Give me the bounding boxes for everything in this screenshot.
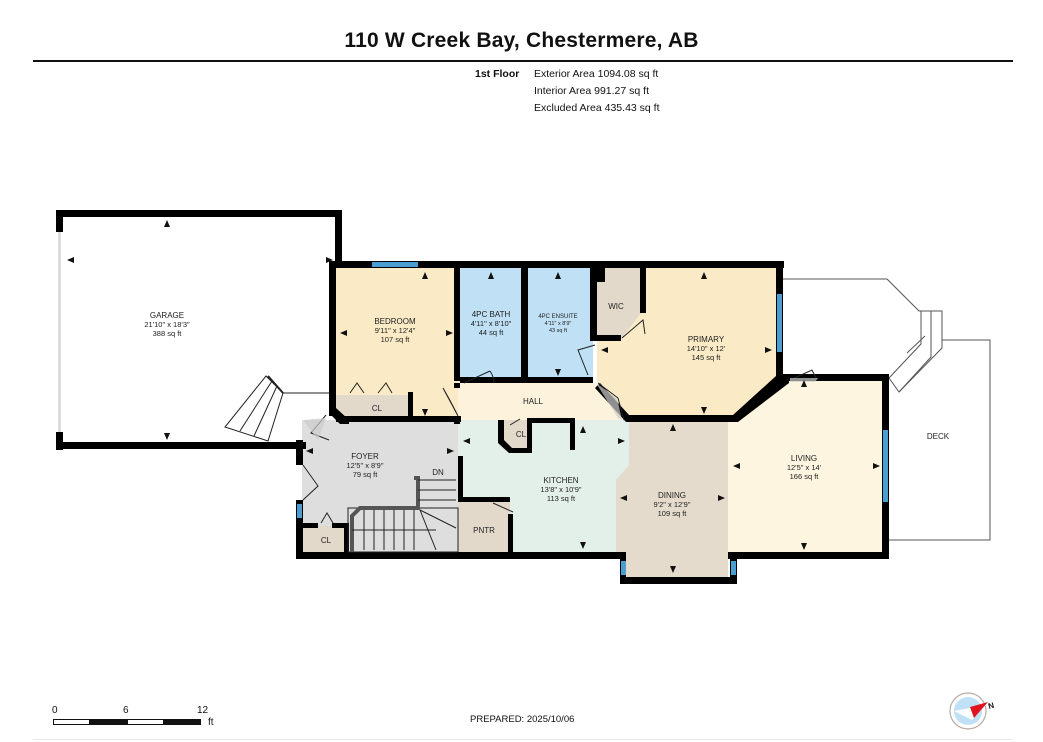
ensuite-area: 43 sq ft bbox=[549, 328, 568, 334]
compass-north-label: N bbox=[987, 701, 995, 711]
dining-area: 109 sq ft bbox=[658, 509, 688, 518]
living-name: LIVING bbox=[791, 454, 817, 463]
window bbox=[883, 430, 888, 502]
window bbox=[777, 294, 782, 352]
bedroom-area: 107 sq ft bbox=[381, 335, 411, 344]
hall-fill bbox=[458, 381, 629, 420]
wic-fill bbox=[593, 268, 643, 338]
room-labels: GARAGE 21'10" x 18'3" 388 sq ft BEDROOM … bbox=[144, 302, 949, 545]
scale-segment bbox=[164, 719, 201, 725]
excluded-area: Excluded Area 435.43 sq ft bbox=[534, 102, 660, 114]
foyer-closet-fill bbox=[302, 526, 347, 552]
window bbox=[621, 561, 626, 575]
prepared-date: PREPARED: 2025/10/06 bbox=[470, 714, 575, 725]
foyer-fill bbox=[302, 420, 458, 552]
primary-area: 145 sq ft bbox=[692, 353, 722, 362]
hall-name: HALL bbox=[523, 397, 544, 406]
kitchen-name: KITCHEN bbox=[543, 476, 578, 485]
scale-unit: ft bbox=[208, 717, 214, 728]
page-title: 110 W Creek Bay, Chestermere, AB bbox=[344, 29, 699, 52]
foyer-name: FOYER bbox=[351, 452, 379, 461]
window bbox=[372, 262, 418, 267]
scale-segment bbox=[127, 719, 164, 725]
title-divider bbox=[33, 60, 1013, 62]
deck-name: DECK bbox=[927, 432, 950, 441]
scale-segment bbox=[53, 719, 90, 725]
ensuite-name: 4PC ENSUITE bbox=[538, 314, 577, 320]
scale-tick-12: 12 bbox=[197, 705, 209, 716]
dimension-arrows bbox=[67, 220, 880, 573]
foyer-area: 79 sq ft bbox=[353, 470, 379, 479]
bath-dims: 4'11" x 8'10" bbox=[471, 319, 512, 328]
dining-name: DINING bbox=[658, 491, 686, 500]
scale-tick-0: 0 bbox=[52, 705, 58, 716]
window bbox=[297, 504, 302, 518]
pantry-name: PNTR bbox=[473, 526, 495, 535]
bedroom-name: BEDROOM bbox=[374, 317, 416, 326]
garage-door bbox=[58, 232, 61, 432]
dining-dims: 9'2" x 12'9" bbox=[654, 500, 691, 509]
window bbox=[731, 561, 736, 575]
primary-name: PRIMARY bbox=[688, 335, 725, 344]
bedroom-closet-fill bbox=[336, 395, 412, 420]
foyer-closet-name: CL bbox=[321, 536, 332, 545]
bedroom-closet-name: CL bbox=[372, 404, 383, 413]
stairs bbox=[347, 476, 459, 553]
living-dims: 12'5" x 14' bbox=[787, 463, 822, 472]
bath-area: 44 sq ft bbox=[479, 328, 505, 337]
deck-outline bbox=[781, 278, 991, 541]
windows bbox=[58, 232, 888, 575]
foyer-dims: 12'5" x 8'9" bbox=[347, 461, 384, 470]
ensuite-fill bbox=[527, 268, 593, 381]
hall-closet-fill bbox=[500, 420, 532, 450]
pantry-fill bbox=[458, 500, 510, 552]
living-area: 166 sq ft bbox=[790, 472, 820, 481]
dining-fill bbox=[616, 420, 728, 578]
compass-icon: N bbox=[949, 692, 995, 730]
interior-area: Interior Area 991.27 sq ft bbox=[534, 85, 649, 97]
kitchen-area: 113 sq ft bbox=[547, 494, 576, 503]
bath-name: 4PC BATH bbox=[472, 310, 511, 319]
garage-area: 388 sq ft bbox=[153, 329, 183, 338]
bath-fill bbox=[458, 268, 523, 381]
garage-name: GARAGE bbox=[150, 311, 184, 320]
scale-segment bbox=[90, 719, 127, 725]
exterior-area: Exterior Area 1094.08 sq ft bbox=[534, 68, 659, 80]
scale-tick-6: 6 bbox=[123, 705, 129, 716]
footer-divider bbox=[33, 739, 1013, 740]
garage-dims: 21'10" x 18'3" bbox=[144, 320, 190, 329]
bedroom-fill bbox=[336, 268, 458, 420]
garage-steps bbox=[224, 375, 333, 442]
floor-label: 1st Floor bbox=[475, 68, 520, 80]
living-fill bbox=[728, 378, 884, 552]
wic-name: WIC bbox=[608, 302, 624, 311]
hall-closet-name: CL bbox=[516, 430, 527, 439]
kitchen-dims: 13'8" x 10'9" bbox=[540, 485, 581, 494]
stairs-down-label: DN bbox=[432, 468, 444, 477]
bedroom-dims: 9'11" x 12'4" bbox=[375, 326, 416, 335]
primary-dims: 14'10" x 12' bbox=[687, 344, 726, 353]
ensuite-dims: 4'11" x 8'9" bbox=[545, 321, 572, 327]
